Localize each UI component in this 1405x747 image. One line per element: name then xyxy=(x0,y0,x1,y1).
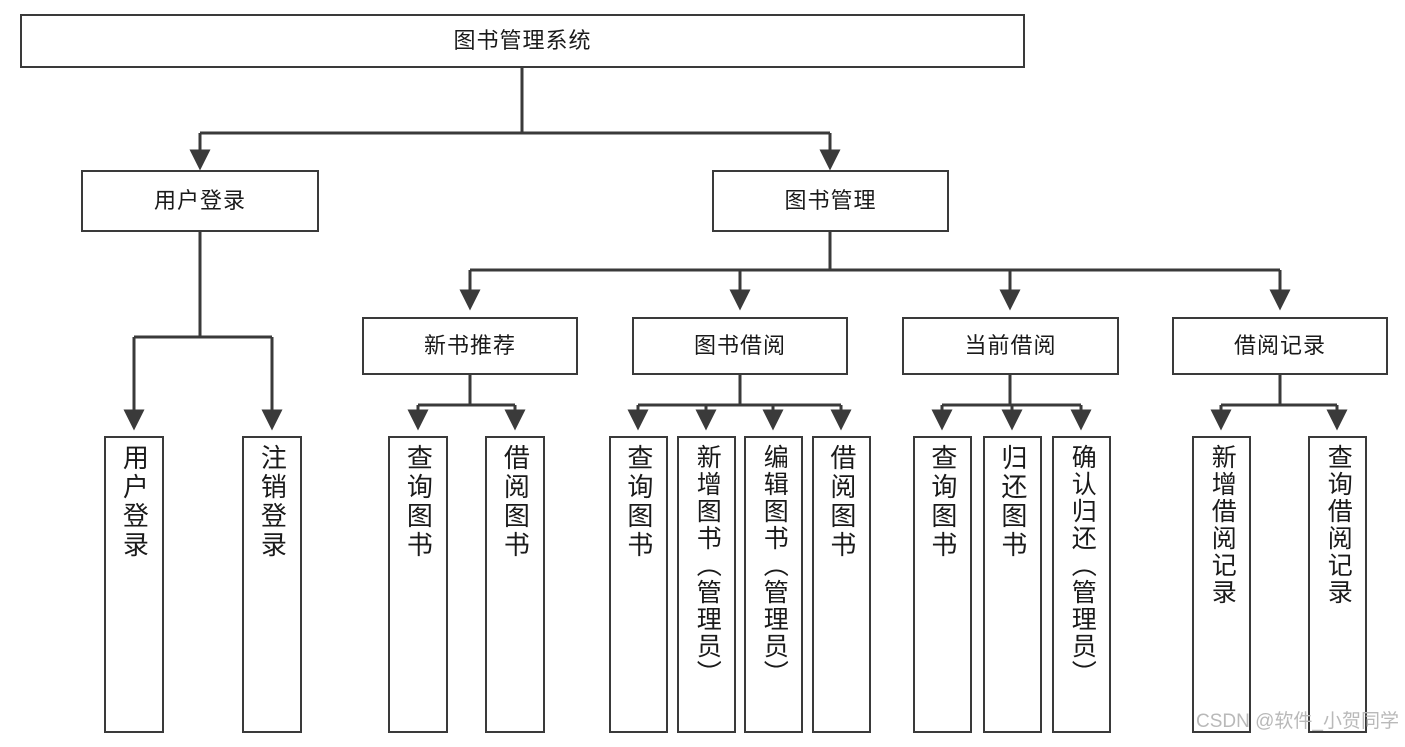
leaf-query-borrow-record-label: 查询借阅记录 xyxy=(1324,444,1353,606)
node-borrow-record[interactable]: 借阅记录 xyxy=(1172,317,1388,375)
edge-root-to-level2 xyxy=(189,68,841,171)
leaf-query-book-recommend-label: 查询图书 xyxy=(403,444,434,560)
leaf-borrow-book-label: 借阅图书 xyxy=(826,444,857,560)
node-book-borrow[interactable]: 图书借阅 xyxy=(632,317,848,375)
node-new-book-recommend-label: 新书推荐 xyxy=(423,333,516,359)
node-book-management-label: 图书管理 xyxy=(784,188,877,214)
node-new-book-recommend[interactable]: 新书推荐 xyxy=(362,317,578,375)
node-current-borrow-label: 当前借阅 xyxy=(964,333,1057,359)
edge-bookborrow-to-leaves xyxy=(627,375,852,431)
edge-bookmgmt-to-level3 xyxy=(459,232,1291,311)
leaf-add-borrow-record[interactable]: 新增借阅记录 xyxy=(1192,436,1251,733)
leaf-logout-label: 注销登录 xyxy=(257,444,288,560)
leaf-logout[interactable]: 注销登录 xyxy=(242,436,302,733)
node-book-borrow-label: 图书借阅 xyxy=(693,333,786,359)
leaf-user-login[interactable]: 用户登录 xyxy=(104,436,164,733)
leaf-confirm-return-label: 确认归还（管理员） xyxy=(1068,444,1097,687)
leaf-query-book-borrow[interactable]: 查询图书 xyxy=(609,436,668,733)
leaf-query-borrow-record[interactable]: 查询借阅记录 xyxy=(1308,436,1367,733)
leaf-add-book-label: 新增图书（管理员） xyxy=(693,444,722,687)
node-user-login[interactable]: 用户登录 xyxy=(81,170,319,232)
leaf-add-book[interactable]: 新增图书（管理员） xyxy=(677,436,736,733)
leaf-query-book-current[interactable]: 查询图书 xyxy=(913,436,972,733)
leaf-add-borrow-record-label: 新增借阅记录 xyxy=(1208,444,1237,606)
leaf-edit-book-label: 编辑图书（管理员） xyxy=(760,444,789,687)
leaf-return-book[interactable]: 归还图书 xyxy=(983,436,1042,733)
leaf-query-book-recommend[interactable]: 查询图书 xyxy=(388,436,448,733)
node-user-login-label: 用户登录 xyxy=(153,188,246,214)
leaf-confirm-return[interactable]: 确认归还（管理员） xyxy=(1052,436,1111,733)
leaf-query-book-borrow-label: 查询图书 xyxy=(623,444,654,560)
node-current-borrow[interactable]: 当前借阅 xyxy=(902,317,1119,375)
leaf-borrow-book[interactable]: 借阅图书 xyxy=(812,436,871,733)
node-root[interactable]: 图书管理系统 xyxy=(20,14,1025,68)
node-borrow-record-label: 借阅记录 xyxy=(1233,333,1326,359)
edge-newbook-to-leaves xyxy=(407,375,526,431)
leaf-borrow-book-recommend[interactable]: 借阅图书 xyxy=(485,436,545,733)
node-root-label: 图书管理系统 xyxy=(453,28,592,54)
leaf-user-login-label: 用户登录 xyxy=(119,444,150,560)
edge-currentborrow-to-leaves xyxy=(931,375,1092,431)
node-book-management[interactable]: 图书管理 xyxy=(712,170,949,232)
leaf-return-book-label: 归还图书 xyxy=(997,444,1028,560)
edge-borrowrecord-to-leaves xyxy=(1210,375,1348,431)
leaf-query-book-current-label: 查询图书 xyxy=(927,444,958,560)
csdn-watermark: CSDN @软件_小贺同学 xyxy=(1196,711,1399,732)
leaf-edit-book[interactable]: 编辑图书（管理员） xyxy=(744,436,803,733)
leaf-borrow-book-recommend-label: 借阅图书 xyxy=(500,444,531,560)
edge-userlogin-to-leaves xyxy=(123,232,283,431)
